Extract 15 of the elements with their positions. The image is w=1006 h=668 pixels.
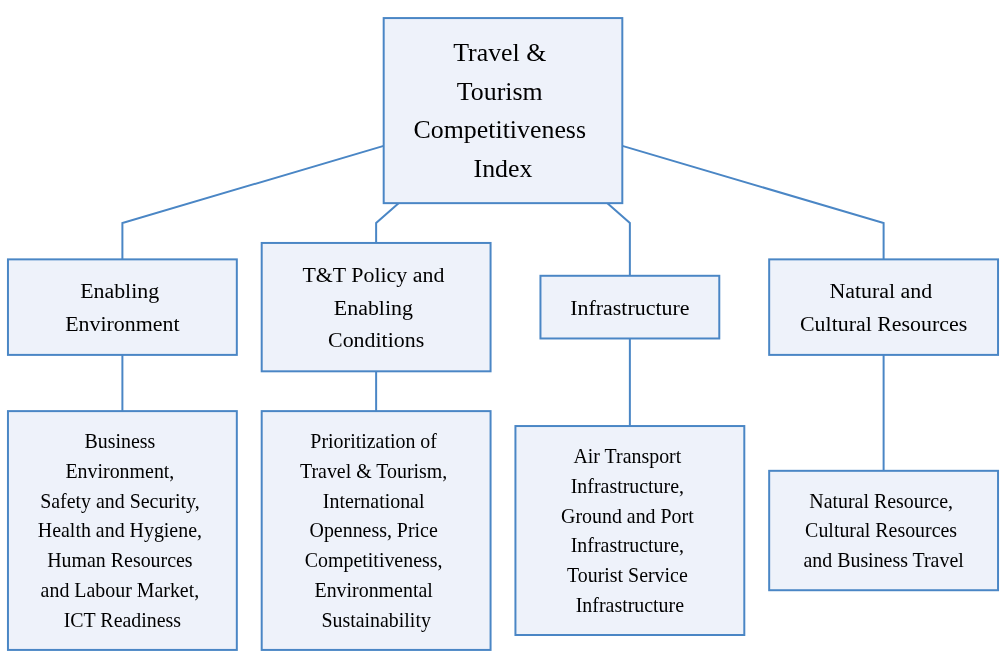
node-box: Enabling Environment	[6, 258, 238, 356]
connector	[882, 353, 885, 472]
connector	[121, 353, 124, 413]
node-box: Travel & Tourism Competitiveness Index	[382, 17, 624, 205]
connector	[606, 202, 631, 277]
node-box: Natural Resource, Cultural Resources and Business Travel	[768, 469, 1000, 592]
node-box: Business Environment, Safety and Security, Health and Hygiene, Human Resources and Labour Market, ICT Readiness	[6, 410, 238, 651]
node-box: Air Transport Infrastructure, Ground and Port Infrastructure, Tourist Service Infrastructure	[514, 425, 746, 636]
node-box: Natural and Cultural Resources	[768, 258, 1000, 356]
connector	[375, 202, 400, 244]
node-box: T&T Policy and Enabling Conditions	[260, 241, 492, 373]
node-box: Infrastructure	[539, 274, 721, 340]
node-box: Prioritization of Travel & Tourism, International Openness, Price Competitiveness, Environmental Sustainability	[260, 410, 492, 651]
connector	[628, 337, 631, 428]
connector	[375, 370, 378, 413]
